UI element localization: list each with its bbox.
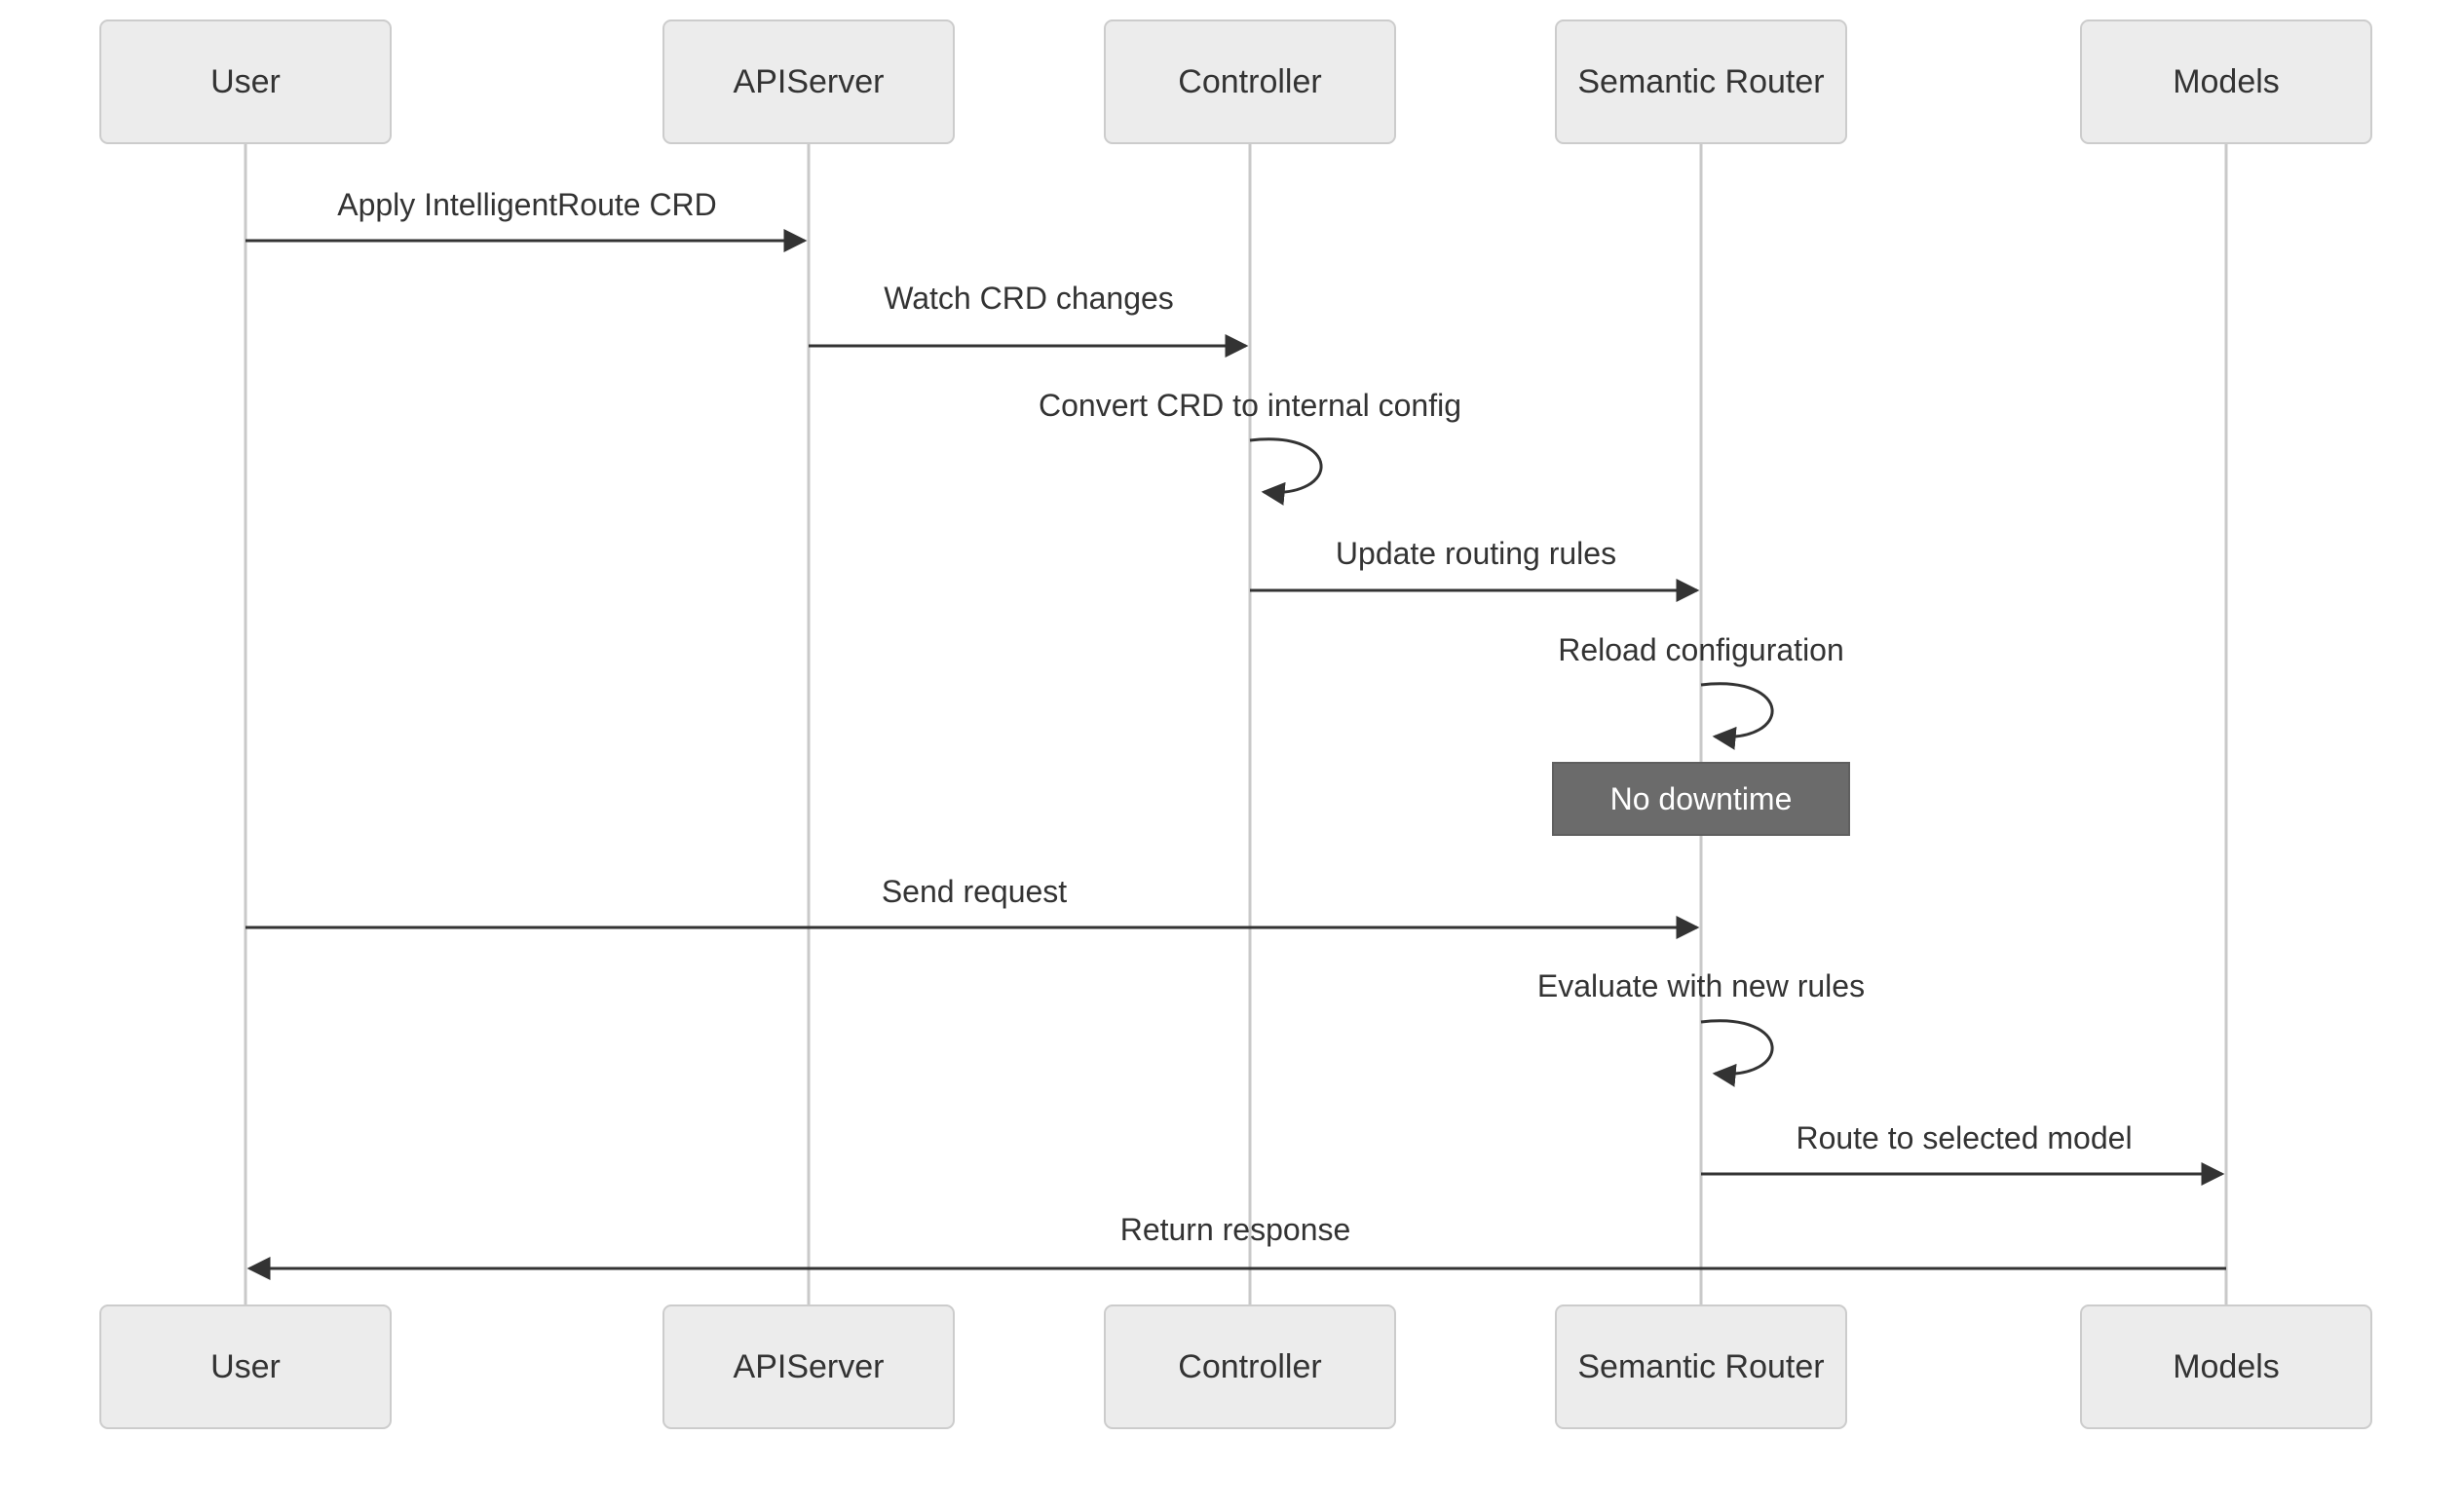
actor-box-user-top: User	[99, 19, 392, 144]
actor-box-models-top: Models	[2080, 19, 2372, 144]
self-loop-convert-crd	[1249, 437, 1323, 506]
actor-label: APIServer	[733, 1347, 885, 1385]
actor-box-models-bottom: Models	[2080, 1304, 2372, 1429]
message-label-return-response: Return response	[1119, 1212, 1351, 1247]
note-no-downtime: No downtime	[1552, 762, 1850, 836]
actor-label: User	[210, 1347, 281, 1385]
message-label-reload-configuration: Reload configuration	[1558, 632, 1844, 667]
actor-box-apiserver-top: APIServer	[662, 19, 955, 144]
message-label-apply-intelligentroute-crd: Apply IntelligentRoute CRD	[337, 187, 717, 222]
actor-box-apiserver-bottom: APIServer	[662, 1304, 955, 1429]
actor-box-semantic-router-top: Semantic Router	[1555, 19, 1847, 144]
actor-label: User	[210, 62, 281, 100]
self-loop-reload-configuration	[1700, 682, 1774, 750]
actor-box-controller-top: Controller	[1104, 19, 1396, 144]
message-label-convert-crd: Convert CRD to internal config	[1039, 388, 1461, 423]
self-loop-evaluate-new-rules	[1700, 1019, 1774, 1087]
actor-label: Controller	[1178, 1347, 1322, 1385]
message-label-route-to-selected-model: Route to selected model	[1796, 1120, 2133, 1155]
actor-box-controller-bottom: Controller	[1104, 1304, 1396, 1429]
message-label-send-request: Send request	[881, 874, 1068, 909]
actor-label: Semantic Router	[1577, 1347, 1825, 1385]
message-label-update-routing-rules: Update routing rules	[1335, 536, 1617, 571]
actor-box-semantic-router-bottom: Semantic Router	[1555, 1304, 1847, 1429]
actor-label: APIServer	[733, 62, 885, 100]
message-label-evaluate-new-rules: Evaluate with new rules	[1536, 968, 1866, 1003]
message-label-watch-crd-changes: Watch CRD changes	[884, 281, 1174, 316]
actor-label: Models	[2173, 1347, 2280, 1385]
actor-label: Controller	[1178, 62, 1322, 100]
actor-label: Models	[2173, 62, 2280, 100]
actor-box-user-bottom: User	[99, 1304, 392, 1429]
actor-label: Semantic Router	[1577, 62, 1825, 100]
